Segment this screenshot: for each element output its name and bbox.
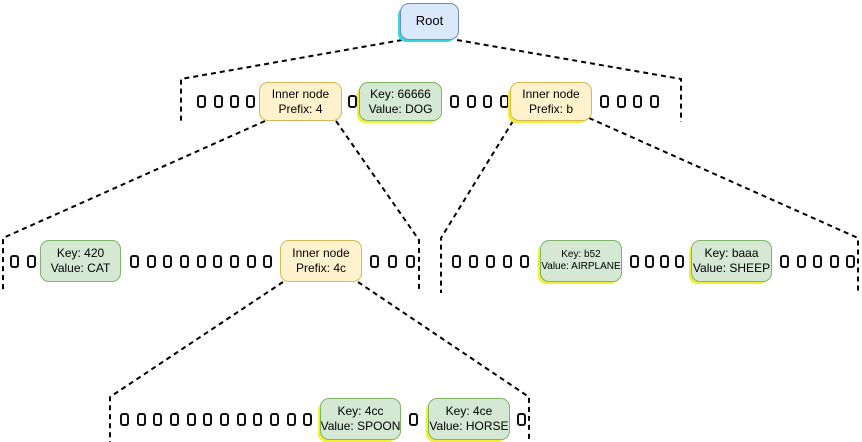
- empty-slot: [388, 255, 397, 268]
- empty-slot: [486, 255, 495, 268]
- node-label-line: Key: 4ce: [445, 404, 493, 418]
- empty-slot: [645, 255, 654, 268]
- node-label-line: Value: DOG: [368, 101, 433, 116]
- node-label-line: Inner node: [292, 246, 350, 260]
- empty-slot: [303, 413, 312, 426]
- empty-slot: [153, 413, 162, 426]
- node-label-line: Value: HORSE: [429, 419, 509, 433]
- node-label-line: Value: SPOON: [320, 419, 401, 433]
- empty-slot: [469, 255, 478, 268]
- empty-slot: [197, 95, 206, 108]
- tree-edge-prefix4c-to-level4-right: [357, 281, 530, 442]
- empty-slot: [370, 255, 379, 268]
- empty-slot: [137, 413, 146, 426]
- empty-slot: [467, 95, 476, 108]
- empty-slot: [517, 413, 526, 426]
- tree-edge-prefix4-to-level3left-right: [335, 120, 420, 290]
- empty-slot: [220, 413, 229, 426]
- empty-slot: [633, 95, 642, 108]
- empty-slot: [409, 413, 418, 426]
- empty-slot: [287, 413, 296, 426]
- empty-slot: [348, 95, 357, 108]
- empty-slot: [660, 255, 669, 268]
- tree-edge-root-to-level2-right: [456, 39, 682, 122]
- empty-slot: [170, 413, 179, 426]
- empty-slot: [237, 413, 246, 426]
- tree-edge-prefixb-to-level3right-left: [440, 120, 514, 293]
- empty-slot: [197, 255, 206, 268]
- empty-slot: [813, 255, 822, 268]
- empty-slot: [230, 95, 239, 108]
- empty-slot: [147, 255, 156, 268]
- empty-slot: [846, 255, 855, 268]
- empty-slot: [675, 255, 684, 268]
- empty-slot: [830, 255, 839, 268]
- empty-slot: [270, 413, 279, 426]
- node-label-line: Value: SHEEP: [692, 261, 771, 275]
- empty-slot: [163, 255, 172, 268]
- empty-slot: [180, 255, 189, 268]
- node-label-line: Value: AIRPLANE: [541, 261, 621, 272]
- empty-slot: [130, 255, 139, 268]
- node-label-line: Root: [415, 13, 444, 29]
- node-label-line: Key: 66666: [370, 86, 431, 101]
- empty-slot: [600, 95, 609, 108]
- node-label-line: Prefix: 4c: [295, 261, 346, 275]
- empty-slot: [253, 413, 262, 426]
- node-label-line: Key: b52: [561, 248, 601, 260]
- empty-slot: [450, 95, 459, 108]
- node-label-line: Inner node: [522, 86, 580, 101]
- empty-slot: [10, 255, 19, 268]
- empty-slot: [520, 255, 529, 268]
- empty-slot: [630, 255, 639, 268]
- node-label-line: Key: baaa: [704, 246, 759, 260]
- empty-slot: [780, 255, 789, 268]
- node-label-line: Inner node: [271, 86, 330, 101]
- node-label-line: Key: 4cc: [337, 404, 384, 418]
- empty-slot: [213, 255, 222, 268]
- node-label-line: Key: 420: [56, 246, 105, 260]
- empty-slot: [27, 255, 36, 268]
- empty-slot: [230, 255, 239, 268]
- tree-edge-prefix4c-to-level4-left: [109, 281, 284, 442]
- empty-slot: [500, 95, 509, 108]
- empty-slot: [483, 95, 492, 108]
- empty-slot: [247, 255, 256, 268]
- empty-slot: [187, 413, 196, 426]
- empty-slot: [503, 255, 512, 268]
- root-node-root[interactable]: Root: [400, 3, 459, 40]
- empty-slot: [120, 413, 129, 426]
- empty-slot: [263, 255, 272, 268]
- empty-slot: [452, 255, 461, 268]
- node-label-line: Value: CAT: [50, 261, 111, 275]
- empty-slot: [214, 95, 223, 108]
- empty-slot: [797, 255, 806, 268]
- empty-slot: [650, 95, 659, 108]
- empty-slot: [617, 95, 626, 108]
- empty-slot: [203, 413, 212, 426]
- node-label-line: Prefix: 4: [278, 101, 323, 116]
- empty-slot: [246, 95, 255, 108]
- empty-slot: [406, 255, 415, 268]
- tree-edge-root-to-level2-left: [180, 39, 403, 122]
- node-label-line: Prefix: b: [528, 101, 573, 116]
